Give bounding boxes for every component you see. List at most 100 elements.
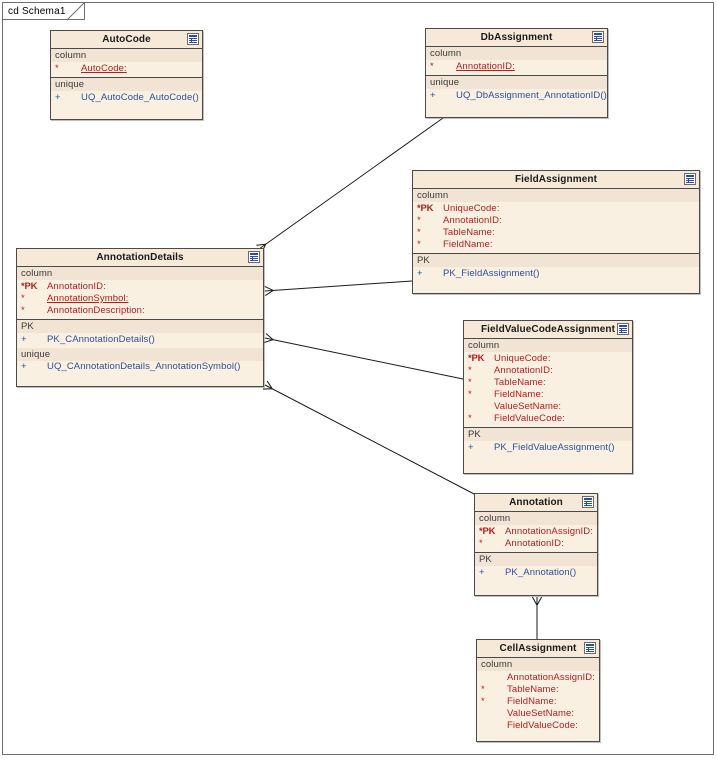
table-icon [617,323,629,335]
attribute-name: TableName: [494,377,546,388]
compartment-unique: unique+UQ_DbAssignment_AnnotationID() [426,76,607,104]
operation-name: PK_FieldValueAssignment() [494,442,615,453]
compartment-label: column [477,658,599,671]
compartment-label: unique [51,78,202,91]
class-header-fieldvaluecodeassignment[interactable]: FieldValueCodeAssignment [464,321,632,339]
attribute-row: *AnnotationSymbol: [17,293,263,305]
attribute-key-marker: * [468,377,472,388]
attribute-row: ValueSetName: [477,708,599,720]
attribute-row: *FieldName: [477,696,599,708]
class-name: CellAssignment [499,643,577,654]
attribute-row: ValueSetName: [464,401,632,413]
frame-label-tab: cd Schema1 [3,3,85,21]
class-header-annotation[interactable]: Annotation [475,494,597,512]
attribute-name: FieldValueCode: [494,413,566,424]
class-header-annotationdetails[interactable]: AnnotationDetails [17,249,263,267]
compartment-pk: PK+PK_FieldValueAssignment() [464,428,632,456]
attribute-row: * AnnotationDescription: [17,305,263,317]
attribute-name: AnnotationID: [443,215,502,226]
class-name: AutoCode [102,34,151,45]
table-icon [187,33,199,45]
class-box-autocode[interactable]: AutoCode column* AutoCode: unique+ UQ_AutoCo… [50,30,203,120]
operation-row: +UQ_DbAssignment_AnnotationID() [426,90,607,102]
attribute-key-marker: * [481,696,485,707]
operation-row: +PK_CAnnotationDetails() [17,334,263,346]
attribute-key-marker: * [468,365,472,376]
operation-name: UQ_CAnnotationDetails_AnnotationSymbol() [47,361,241,372]
operation-name: UQ_AutoCode_AutoCode() [81,92,199,103]
attribute-name: AnnotationID: [456,61,515,72]
operation-name: PK_Annotation() [505,567,577,578]
attribute-key-marker: * [468,413,472,424]
attribute-key-marker: * [21,293,25,304]
attribute-row: * AnnotationID: [426,61,607,73]
attribute-row: AnnotationAssignID: [477,672,599,684]
table-icon [248,251,260,263]
attribute-name: UniqueCode: [494,353,551,364]
class-header-dbassignment[interactable]: DbAssignment [426,29,607,47]
attribute-name: ValueSetName: [494,401,562,412]
operation-visibility-marker: + [468,442,474,453]
attribute-row: * AutoCode: [51,63,202,75]
class-name: AnnotationDetails [96,252,184,263]
attribute-row: * FieldName: [413,239,699,251]
attribute-key-marker: * [21,305,25,316]
attribute-key-marker: * [481,684,485,695]
compartment-label: column [17,267,263,280]
attribute-name: FieldName: [443,239,493,250]
attribute-name: AnnotationAssignID: [505,526,593,537]
attribute-key-marker: * [430,61,434,72]
attribute-key-marker: * [417,215,421,226]
class-header-fieldassignment[interactable]: FieldAssignment [413,171,699,189]
attribute-key-marker: * [417,239,421,250]
attribute-key-marker: *PK [468,353,485,364]
attribute-row: *PK UniqueCode: [464,353,632,365]
attribute-key-marker: * [479,538,483,549]
attribute-name: FieldName: [494,389,544,400]
attribute-row: * AnnotationID: [413,215,699,227]
operation-row: + UQ_AutoCode_AutoCode() [51,92,202,104]
compartment-label: PK [475,553,597,566]
attribute-row: * TableName: [464,377,632,389]
compartment-pk: PK+PK_FieldAssignment() [413,254,699,282]
attribute-key-marker: * [55,63,59,74]
class-header-cellassignment[interactable]: CellAssignment [477,640,599,658]
compartment-label: column [464,339,632,352]
operation-name: UQ_DbAssignment_AnnotationID() [456,90,607,101]
class-header-autocode[interactable]: AutoCode [51,31,202,49]
compartment-label: PK [413,254,699,267]
operation-visibility-marker: + [417,268,423,279]
attribute-row: *AnnotationID: [464,365,632,377]
table-icon [584,642,596,654]
attribute-name: ValueSetName: [507,708,575,719]
attribute-name: AnnotationDescription: [47,305,145,316]
attribute-name: AnnotationAssignID: [507,672,595,683]
compartment-label: PK [17,320,263,333]
compartment-column: column* AnnotationID: [426,47,607,76]
compartment-label: column [426,47,607,60]
operation-visibility-marker: + [55,92,61,103]
table-icon [582,496,594,508]
attribute-key-marker: *PK [479,526,496,537]
operation-visibility-marker: + [21,361,27,372]
operation-visibility-marker: + [479,567,485,578]
class-name: Annotation [509,497,563,508]
operation-row: + UQ_CAnnotationDetails_AnnotationSymbol(… [17,361,263,373]
attribute-name: AutoCode: [81,63,127,74]
attribute-name: TableName: [507,684,559,695]
attribute-name: UniqueCode: [443,203,500,214]
attribute-name: TableName: [443,227,495,238]
attribute-key-marker: *PK [417,203,434,214]
compartment-label: column [51,49,202,62]
attribute-key-marker: * [417,227,421,238]
